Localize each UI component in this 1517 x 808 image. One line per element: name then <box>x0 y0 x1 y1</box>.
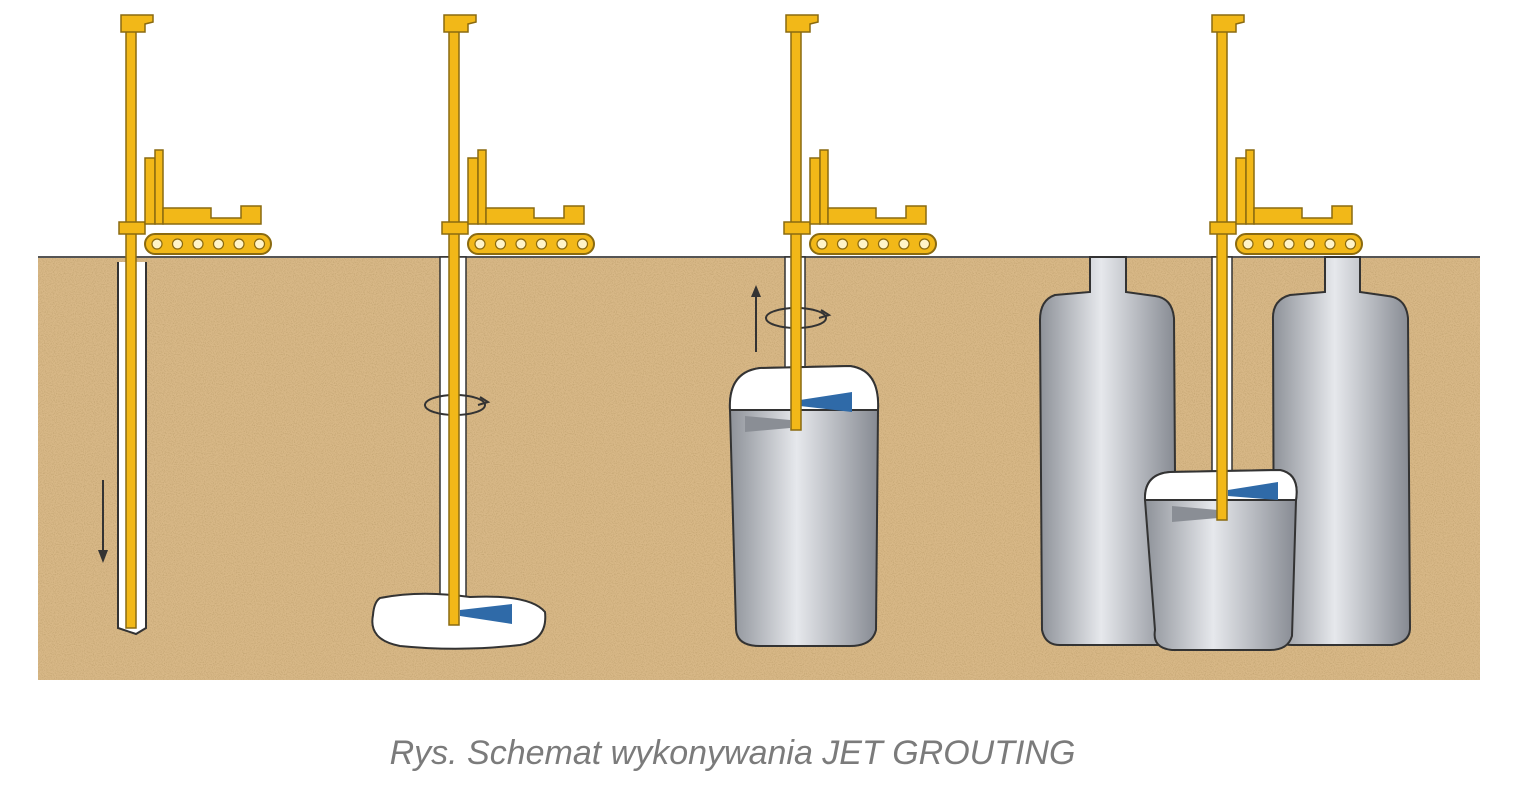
nozzle-icon <box>460 604 512 624</box>
nozzle-icon <box>800 392 852 412</box>
stage-jetting-lifting <box>728 256 880 647</box>
drilling-rig <box>441 14 595 626</box>
figure-caption: Rys. Schemat wykonywania JET GROUTING <box>389 734 1076 772</box>
up-arrow-icon <box>751 285 761 352</box>
drilling-rig <box>118 14 272 629</box>
down-arrow-icon <box>98 480 108 563</box>
jet-grouting-diagram <box>38 14 1480 680</box>
drilling-rig <box>1209 14 1363 521</box>
drilling-rig <box>783 14 937 431</box>
nozzle-icon <box>1228 482 1278 500</box>
